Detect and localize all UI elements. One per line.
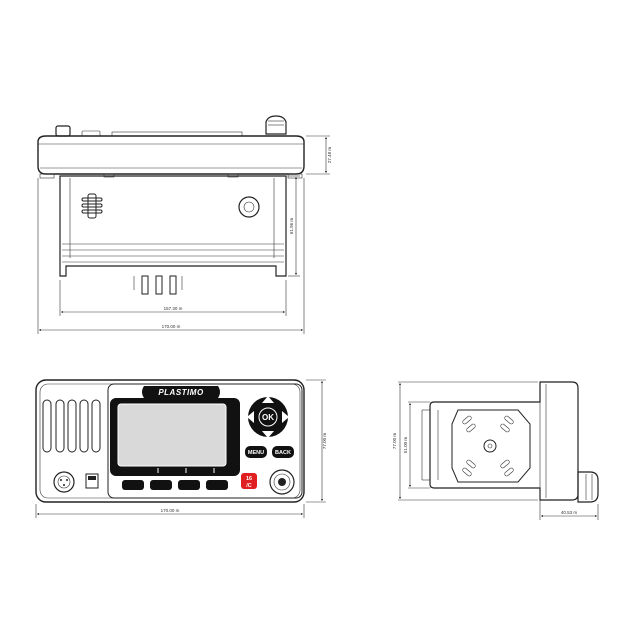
svg-text:/C: /C	[246, 483, 252, 489]
side-view: 77.00 m 51.00 m 40.53 m	[392, 381, 599, 520]
speaker-slots	[42, 399, 101, 453]
top-housing	[37, 135, 305, 175]
dim-width-body: 157.30 m	[164, 306, 183, 311]
dpad-left-icon[interactable]	[247, 411, 254, 423]
ok-button[interactable]	[258, 407, 278, 427]
front-dim-height: 77.00 m	[322, 433, 327, 450]
round-connector-icon	[238, 196, 260, 218]
mounting-plate	[451, 409, 531, 483]
dpad-down-icon[interactable]	[262, 431, 274, 438]
top-body	[59, 175, 287, 277]
top-knob-right	[265, 115, 287, 135]
menu-label: MENU	[248, 450, 264, 456]
soft-key-1[interactable]	[122, 480, 144, 490]
top-bump	[81, 130, 101, 137]
dpad-right-icon[interactable]	[282, 411, 289, 423]
dim-height-top: 27.48 m	[327, 147, 332, 164]
mount-slots	[462, 415, 514, 477]
side-dim-height-inner: 51.00 m	[403, 437, 408, 454]
soft-key-4[interactable]	[206, 480, 228, 490]
front-bezel	[35, 379, 305, 503]
speaker-grille-icon	[81, 193, 103, 219]
side-switch	[85, 473, 99, 489]
brand-banner	[142, 386, 220, 398]
side-body	[429, 381, 579, 501]
face-plate	[107, 383, 303, 499]
soft-keys	[122, 480, 228, 490]
soft-key-2[interactable]	[150, 480, 172, 490]
brand-logo: PLASTIMO	[158, 388, 204, 397]
side-dim-height-outer: 77.00 m	[392, 433, 397, 450]
mic-connector-icon	[53, 471, 75, 493]
volume-knob[interactable]	[269, 469, 295, 495]
dim-width-total: 170.00 m	[162, 324, 181, 329]
channel-16-label: 16	[246, 476, 252, 482]
menu-button[interactable]	[245, 446, 267, 458]
front-dim-width: 170.00 m	[161, 508, 180, 513]
bottom-pins	[133, 275, 183, 295]
mount-hole-icon	[483, 439, 497, 453]
dpad-up-icon[interactable]	[262, 396, 274, 403]
top-knob-left	[55, 125, 71, 137]
dim-height-body: 61.96 m	[289, 218, 294, 235]
back-button[interactable]	[272, 446, 294, 458]
dpad: OK	[247, 396, 289, 438]
side-dim-depth: 40.53 m	[561, 510, 578, 515]
back-label: BACK	[275, 450, 291, 456]
ok-label: OK	[262, 413, 274, 422]
top-view: 157.30 m 170.00 m 27.48 m 61.96 m	[37, 115, 332, 334]
side-knob	[577, 471, 599, 503]
lcd-screen	[117, 403, 227, 467]
channel-16-button[interactable]	[241, 473, 257, 489]
soft-key-3[interactable]	[178, 480, 200, 490]
front-view: PLASTIMO OK MENU BACK	[35, 379, 327, 518]
